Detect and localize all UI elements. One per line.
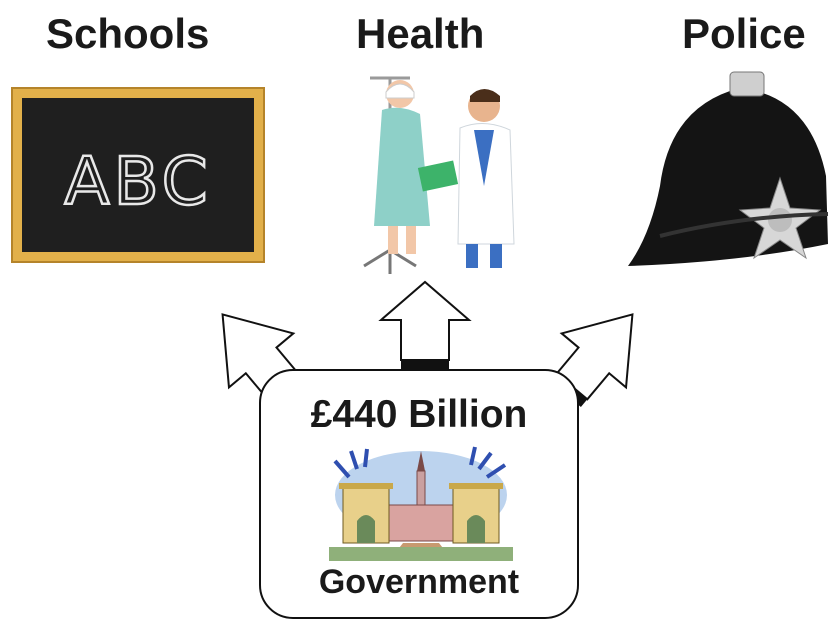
chalk-letters: ABC: [64, 143, 211, 220]
budget-amount: £440 Billion: [310, 393, 528, 436]
schools-heading: Schools: [46, 10, 210, 57]
health-heading: Health: [356, 10, 485, 57]
police-helmet-icon: [628, 71, 829, 266]
arrow-up-icon: [378, 280, 472, 370]
government-building-icon: [329, 446, 513, 561]
chalkboard-icon: ABC: [11, 87, 265, 263]
government-box: £440 Billion Government: [259, 369, 579, 619]
government-label: Government: [318, 563, 520, 601]
doctor-patient-icon: [363, 76, 515, 274]
police-heading: Police: [682, 10, 806, 57]
